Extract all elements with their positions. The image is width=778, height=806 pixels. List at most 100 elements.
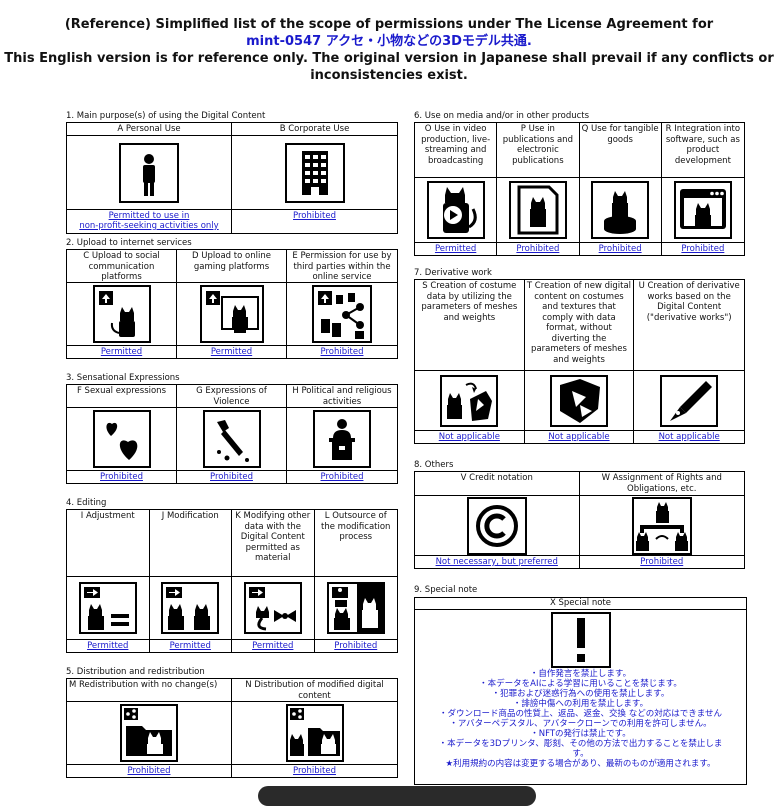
card-heading: O Use in video production, live-streamin… [415, 123, 497, 178]
card-upload-gaming: D Upload to online gaming platforms Perm… [177, 250, 287, 358]
section-title: 9. Special note [414, 585, 478, 595]
costume-icon [524, 371, 634, 431]
status-text: Permitted [100, 347, 143, 357]
card-redistribution: M Redistribution with no change(s) Prohi… [67, 679, 232, 777]
status-text: Permitted [252, 641, 294, 651]
section-title: 3. Sensational Expressions [66, 373, 180, 383]
note-line: ・アバターペデスタル、アバタークローンでの利用を許可しません。 [449, 719, 712, 729]
section-title: 8. Others [414, 460, 454, 470]
section-title: 4. Editing [66, 498, 107, 508]
section-special-note: 9. Special note [414, 585, 745, 596]
status-text: Prohibited [334, 641, 378, 651]
status-text: Prohibited [293, 766, 336, 776]
card-heading: P Use in publications and electronic pub… [497, 123, 579, 178]
bottom-overlay-bar [258, 786, 536, 806]
card-heading: J Modification [149, 510, 231, 577]
card-video-production: O Use in video production, live-streamin… [415, 123, 498, 255]
header-line-4: inconsistencies exist. [310, 68, 468, 83]
arrow-cat-equal-icon [67, 577, 149, 640]
status-text: Prohibited [320, 472, 364, 482]
card-violence: G Expressions of Violence Prohibited [177, 385, 287, 483]
arrow-cats-icon [149, 577, 231, 640]
card-heading: R Integration into software, such as pro… [661, 123, 744, 178]
status-text: Not applicable [438, 432, 500, 442]
status-text: Not necessary, but preferred [435, 557, 558, 567]
person-icon [67, 136, 231, 210]
card-heading: Q Use for tangible goods [579, 123, 661, 178]
card-heading: K Modifying other data with the Digital … [232, 510, 314, 577]
section-title: 2. Upload to internet services [66, 238, 192, 248]
share-folder-cats-icon [232, 702, 397, 765]
card-heading: G Expressions of Violence [177, 385, 286, 408]
status-text: Permitted [434, 244, 477, 254]
note-line: す。 [572, 749, 589, 759]
status-text: Permitted [210, 347, 253, 357]
podium-icon [287, 408, 397, 471]
cat-costume-icon [415, 371, 524, 431]
note-line: ・ダウンロード商品の性質上、返品、返金、交換 などの対応はできません [439, 709, 722, 719]
note-line: ・本データを3Dプリンタ、彫刻、その他の方法で出力することを禁止しま [438, 739, 723, 749]
section-sensational: 3. Sensational Expressions F Sexual expr… [66, 373, 398, 484]
knife-icon [177, 408, 286, 471]
card-third-party-use: E Permission for use by third parties wi… [287, 250, 397, 358]
card-heading: H Political and religious activities [287, 385, 397, 408]
section-title: 5. Distribution and redistribution [66, 667, 205, 677]
card-credit-notation: V Credit notation Not necessary, but pre… [415, 472, 580, 568]
document-header: (Reference) Simplified list of the scope… [0, 16, 778, 84]
card-assignment-rights: W Assignment of Rights and Obligations, … [579, 472, 744, 568]
exclamation-icon [551, 612, 611, 668]
section-derivative-work: 7. Derivative work S Creation of costume… [414, 268, 745, 444]
card-heading: F Sexual expressions [67, 385, 176, 408]
card-software-integration: R Integration into software, such as pro… [661, 123, 744, 255]
card-heading: E Permission for use by third parties wi… [287, 250, 397, 283]
status-text: Prohibited [598, 244, 642, 254]
card-heading: D Upload to online gaming platforms [177, 250, 286, 283]
section-distribution: 5. Distribution and redistribution M Red… [66, 667, 398, 778]
special-note-text: ・自作発言を禁止します。 ・本データをAIによる学習に用いることを禁じます。 ・… [415, 669, 746, 769]
card-new-digital-content: T Creation of new digital content on cos… [524, 280, 635, 443]
special-note-heading: X Special note [415, 598, 746, 610]
header-line-3: This English version is for reference on… [4, 51, 774, 66]
section-title: 6. Use on media and/or in other products [414, 111, 590, 121]
section-title: 1. Main purpose(s) of using the Digital … [66, 111, 266, 121]
status-text: Prohibited [640, 557, 684, 567]
note-line: ・誹謗中傷への利用を禁止します。 [512, 699, 649, 709]
card-heading: L Outsource of the modification process [314, 510, 397, 577]
building-icon [232, 136, 397, 210]
arrow-cat-bow-icon [232, 577, 314, 640]
status-text: Prohibited [516, 244, 560, 254]
card-heading: A Personal Use [67, 123, 231, 136]
section-upload: 2. Upload to internet services C Upload … [66, 238, 398, 359]
card-publications: P Use in publications and electronic pub… [497, 123, 580, 255]
copyright-icon [415, 496, 579, 556]
card-upload-social: C Upload to social communication platfor… [67, 250, 177, 358]
section-editing: 4. Editing I Adjustment Permitted J Modi… [66, 498, 398, 653]
status-text: Prohibited [210, 472, 253, 482]
card-heading: M Redistribution with no change(s) [67, 679, 231, 702]
card-corporate-use: B Corporate Use Prohibited [232, 123, 397, 233]
note-line: ・犯罪および迷惑行為への使用を禁止します。 [491, 689, 670, 699]
note-line: ・自作発言を禁止します。 [529, 669, 632, 679]
card-modification: J Modification Permitted [149, 510, 232, 652]
status-text: Not applicable [548, 432, 610, 442]
card-heading: T Creation of new digital content on cos… [524, 280, 634, 371]
software-cat-icon [661, 178, 744, 243]
status-text: Prohibited [293, 211, 336, 221]
card-distribution-modified: N Distribution of modified digital conte… [232, 679, 397, 777]
card-costume-creation: S Creation of costume data by utilizing … [415, 280, 525, 443]
card-tangible-goods: Q Use for tangible goods Prohibited [579, 123, 662, 255]
special-note-box: X Special note ・自作発言を禁止します。 ・本データをAIによる学… [414, 597, 747, 785]
status-text: Prohibited [320, 347, 364, 357]
share-folder-cat-icon [67, 702, 231, 765]
pen-nib-icon [634, 371, 744, 431]
section-others: 8. Others V Credit notation Not necessar… [414, 460, 745, 569]
video-cat-icon [415, 178, 497, 243]
note-line: ・NFTの発行は禁止です。 [530, 729, 631, 739]
note-line: ・本データをAIによる学習に用いることを禁じます。 [479, 679, 682, 689]
card-heading: N Distribution of modified digital conte… [232, 679, 397, 702]
status-text: Permitted [87, 641, 129, 651]
card-heading: B Corporate Use [232, 123, 397, 136]
status-text: Prohibited [100, 472, 143, 482]
product-name: mint-0547 アクセ・小物などの3Dモデル共通. [246, 34, 532, 49]
